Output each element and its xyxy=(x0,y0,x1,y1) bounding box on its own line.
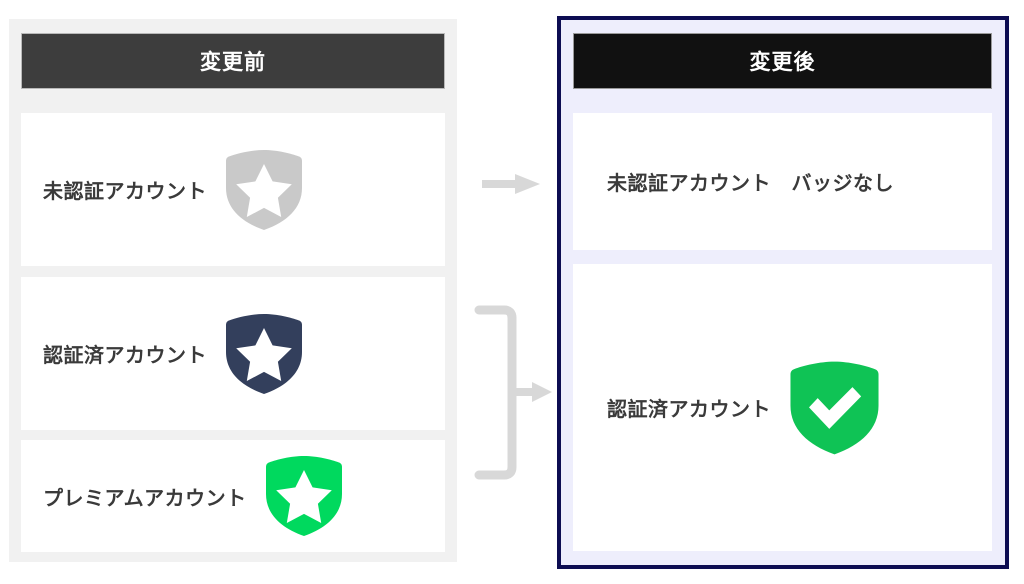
after-panel-header: 変更後 xyxy=(573,33,992,89)
before-row-unverified: 未認証アカウント xyxy=(21,113,445,266)
before-panel-title: 変更前 xyxy=(200,51,266,74)
before-row-unverified-badge-slot xyxy=(207,148,445,232)
shield-star-gray-icon xyxy=(226,149,302,230)
before-row-unverified-label: 未認証アカウント xyxy=(43,181,207,203)
shield-star-navy-icon xyxy=(226,313,302,394)
after-row-unverified: 未認証アカウント バッジなし xyxy=(573,113,992,250)
before-row-premium: プレミアムアカウント xyxy=(21,440,445,552)
before-panel: 変更前 未認証アカウント 認証済アカウント プレミア xyxy=(9,19,457,562)
after-panel-title: 変更後 xyxy=(749,51,816,74)
arrow-unverified-icon xyxy=(482,174,540,194)
before-row-verified-label: 認証済アカウント xyxy=(43,345,207,367)
before-panel-header: 変更前 xyxy=(21,33,445,89)
after-panel: 変更後 未認証アカウント バッジなし 認証済アカウント xyxy=(557,16,1009,569)
before-row-premium-badge-slot xyxy=(247,454,445,538)
after-row-verified: 認証済アカウント xyxy=(573,264,992,551)
before-row-verified: 認証済アカウント xyxy=(21,277,445,430)
before-row-premium-label: プレミアムアカウント xyxy=(43,487,247,510)
shield-star-green-icon xyxy=(265,456,342,536)
after-row-verified-badge-slot xyxy=(771,359,992,457)
arrow-verified-icon xyxy=(512,382,552,402)
after-row-verified-label: 認証済アカウント xyxy=(607,399,771,421)
shield-check-green-icon xyxy=(790,361,879,454)
before-row-verified-badge-slot xyxy=(207,312,445,396)
after-row-unverified-label: 未認証アカウント バッジなし xyxy=(607,173,894,195)
bracket-merge-icon xyxy=(474,305,517,480)
